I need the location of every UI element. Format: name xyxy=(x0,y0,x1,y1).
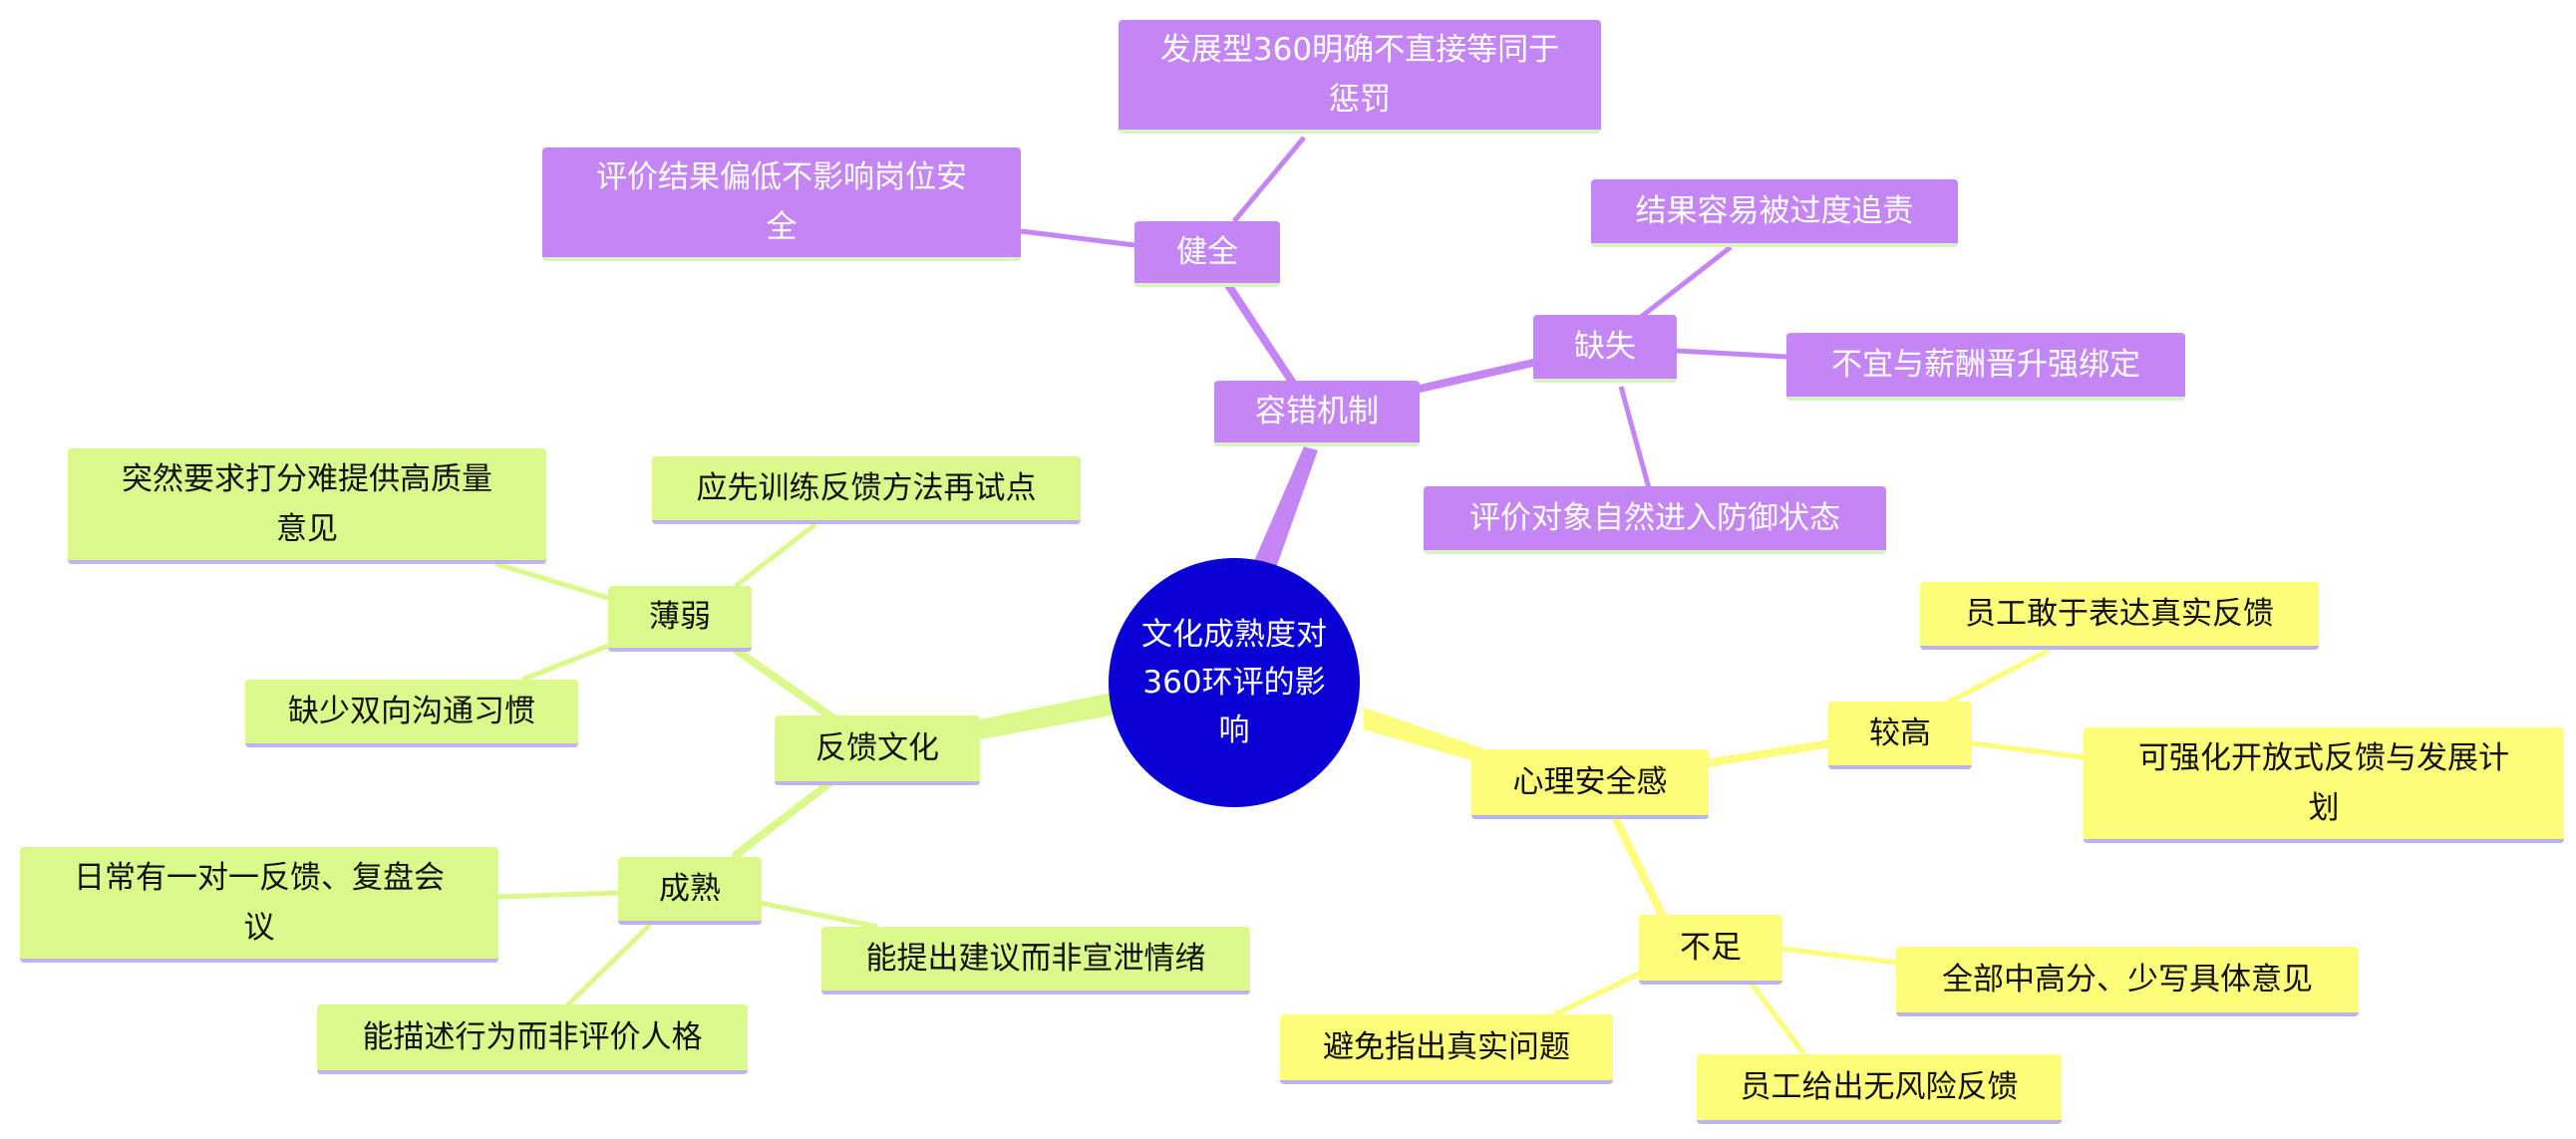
link-healthy-item1 xyxy=(1232,136,1306,223)
link-mature-item1 xyxy=(497,890,619,900)
link-safety-low xyxy=(1611,813,1667,921)
link-high-item1 xyxy=(1944,647,2052,707)
link-weak-item1 xyxy=(734,522,817,588)
node-safety[interactable]: 心理安全感 xyxy=(1471,749,1709,819)
link-tolerance-healthy xyxy=(1224,281,1302,395)
link-center-tolerance xyxy=(1251,446,1318,568)
link-low-item2 xyxy=(1553,970,1643,1017)
link-weak-item2 xyxy=(495,561,609,601)
center-topic[interactable]: 文化成熟度对360环评的影响 xyxy=(1109,558,1360,807)
node-tolerance[interactable]: 容错机制 xyxy=(1214,381,1420,446)
link-low-item3 xyxy=(1749,981,1806,1056)
node-safety-low[interactable]: 不足 xyxy=(1639,915,1782,985)
node-weak-item1[interactable]: 应先训练反馈方法再试点 xyxy=(652,456,1081,524)
link-feedback-weak xyxy=(732,646,836,721)
link-center-safety xyxy=(1364,708,1503,769)
node-high-item2[interactable]: 可强化开放式反馈与发展计划 xyxy=(2084,727,2564,843)
node-healthy-item1[interactable]: 发展型360明确不直接等同于惩罚 xyxy=(1119,20,1601,134)
link-lacking-item3 xyxy=(1618,386,1652,489)
link-lacking-item1 xyxy=(1639,245,1733,319)
link-weak-item3 xyxy=(521,643,609,683)
node-lacking-item1[interactable]: 结果容易被过度追责 xyxy=(1591,179,1958,247)
link-tolerance-lacking xyxy=(1416,359,1537,393)
node-feedback-mature[interactable]: 成熟 xyxy=(618,857,762,925)
node-mature-item2[interactable]: 能提出建议而非宣泄情绪 xyxy=(821,927,1250,995)
node-safety-high[interactable]: 较高 xyxy=(1828,702,1972,769)
node-healthy-item2[interactable]: 评价结果偏低不影响岗位安全 xyxy=(542,147,1021,261)
link-mature-item2 xyxy=(759,900,878,930)
node-feedback-weak[interactable]: 薄弱 xyxy=(608,586,752,652)
node-tolerance-lacking[interactable]: 缺失 xyxy=(1533,315,1677,383)
node-lacking-item2[interactable]: 不宜与薪酬晋升强绑定 xyxy=(1786,333,2185,401)
node-feedback[interactable]: 反馈文化 xyxy=(775,715,980,785)
node-weak-item3[interactable]: 缺少双向沟通习惯 xyxy=(245,680,578,747)
link-healthy-item2 xyxy=(1020,228,1135,248)
link-low-item1 xyxy=(1781,946,1897,966)
link-mature-item3 xyxy=(564,923,652,1008)
node-low-item1[interactable]: 全部中高分、少写具体意见 xyxy=(1896,947,2359,1016)
node-mature-item3[interactable]: 能描述行为而非评价人格 xyxy=(317,1004,748,1074)
node-mature-item1[interactable]: 日常有一对一反馈、复盘会议 xyxy=(20,847,498,963)
link-lacking-item2 xyxy=(1676,348,1787,360)
link-high-item2 xyxy=(1971,740,2085,760)
node-high-item1[interactable]: 员工敢于表达真实反馈 xyxy=(1920,582,2319,650)
node-tolerance-healthy[interactable]: 健全 xyxy=(1134,221,1280,287)
node-weak-item2[interactable]: 突然要求打分难提供高质量意见 xyxy=(68,448,546,564)
link-feedback-mature xyxy=(732,779,833,859)
node-lacking-item3[interactable]: 评价对象自然进入防御状态 xyxy=(1424,486,1886,554)
link-safety-high xyxy=(1703,739,1834,767)
link-center-feedback xyxy=(980,693,1112,739)
node-low-item2[interactable]: 避免指出真实问题 xyxy=(1280,1014,1613,1084)
node-low-item3[interactable]: 员工给出无风险反馈 xyxy=(1697,1054,2062,1124)
